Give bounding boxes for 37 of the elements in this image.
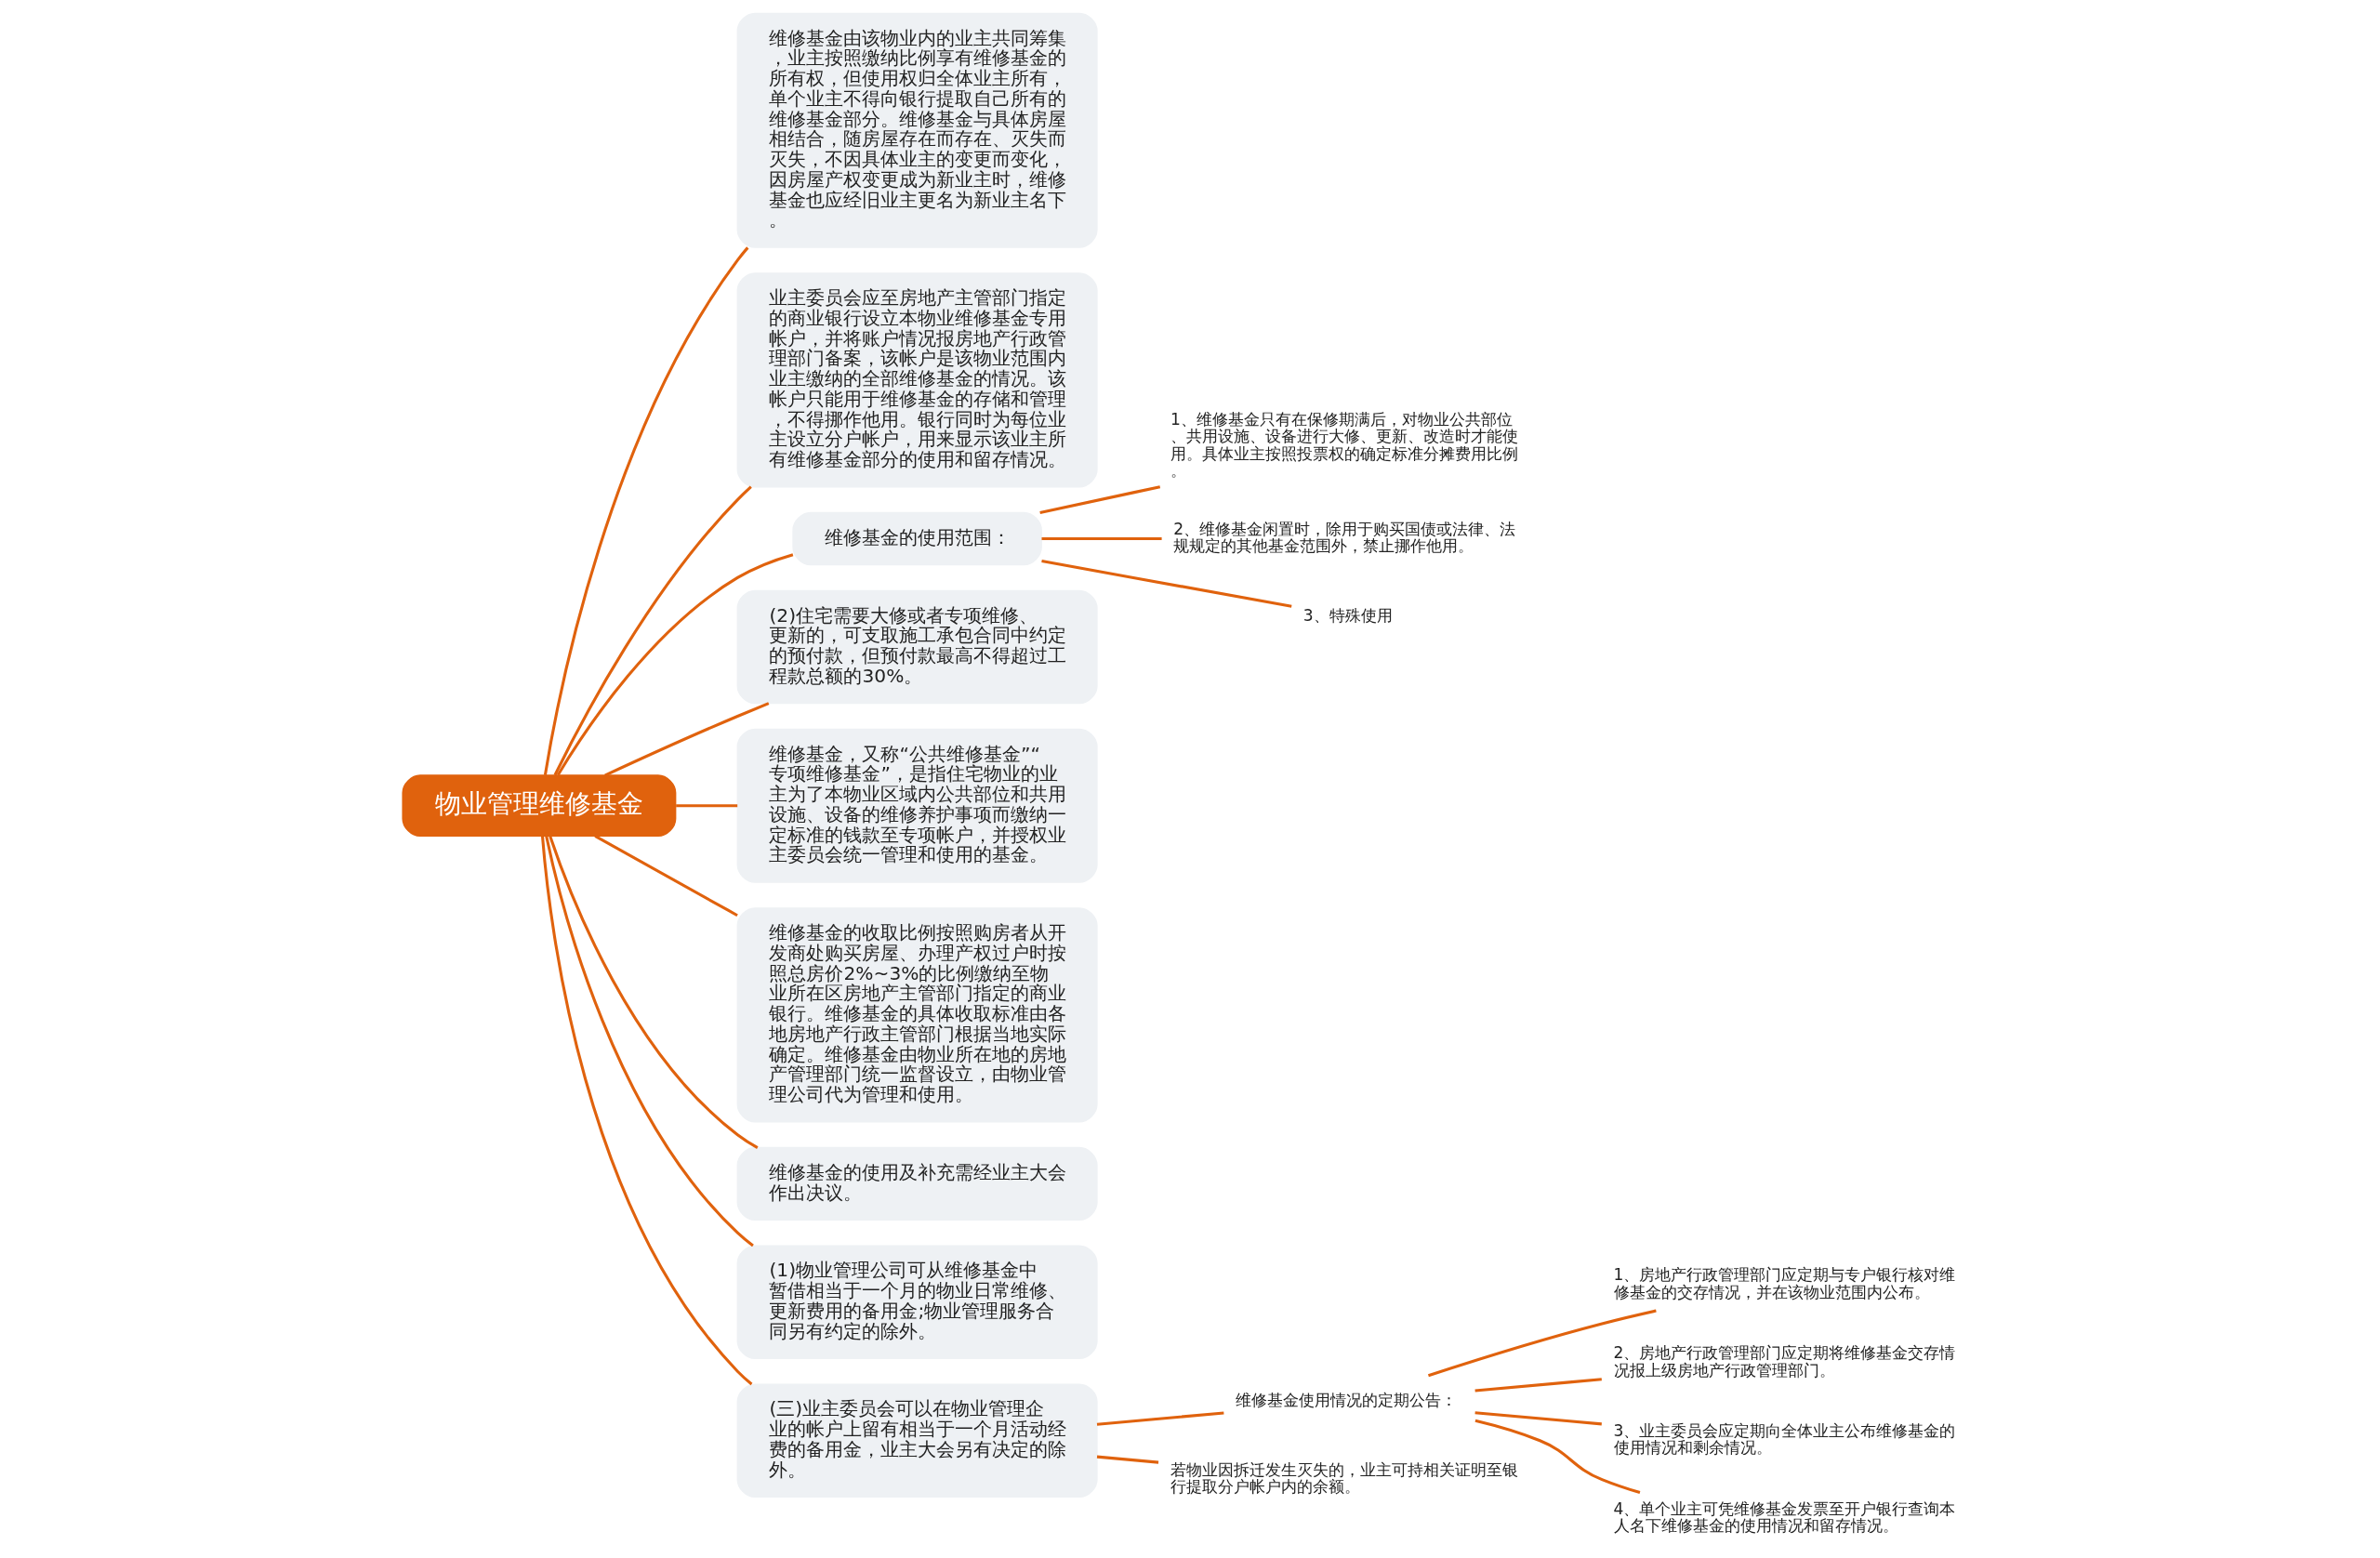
connector — [549, 836, 759, 1149]
connector — [1427, 1309, 1657, 1378]
node-text: 2、房地产行政管理部门应定期将维修基金交存情况报上级房地产行政管理部门。 — [1613, 1342, 1956, 1380]
connector — [1474, 1378, 1602, 1393]
node-text: 2、维修基金闲置时，除用于购买国债或法律、法规规定的其他基金范围外，禁止挪作他用。 — [1173, 519, 1516, 556]
connector — [1474, 1419, 1641, 1495]
connector — [1096, 1411, 1224, 1426]
node-text: 1、维修基金只有在保修期满后，对物业公共部位、共用设施、设备进行大修、更新、改造时才能使用。具体业主按照投票权的确定标准分摊费用比例。 — [1170, 409, 1519, 481]
connector — [1041, 537, 1162, 541]
connector — [556, 553, 794, 776]
connector — [604, 702, 770, 777]
node-text: 3、业主委员会应定期向全体业主公布维修基金的使用情况和剩余情况。 — [1613, 1420, 1956, 1458]
connector — [540, 836, 753, 1386]
connector — [1039, 485, 1161, 514]
node-box: 物业管理维修基金 — [402, 774, 677, 838]
node-text: 1、房地产行政管理部门应定期与专户银行核对维修基金的交存情况，并在该物业范围内公布。 — [1613, 1265, 1956, 1301]
node-box: (2)住宅需要大修或者专项维修、更新的，可支取施工承包合同中约定的预付款，但预付款最高不得超过工程款总额的30%。 — [736, 589, 1098, 705]
node-box: 维修基金，又称“公共维修基金”“专项维修基金”，是指住宅物业的业主为了本物业区域内公共部位和共用设施、设备的维修养护事项而缴纳一定标准的钱款至专项帐户，并授权业主委员会统一管理和使用的基金。 — [736, 728, 1098, 883]
node-box: 维修基金的使用范围： — [792, 511, 1042, 566]
node-box: 业主委员会应至房地产主管部门指定的商业银行设立本物业维修基金专用帐户，并将账户情况报房地产行政管理部门备案，该帐户是该物业范围内业主缴纳的全部维修基金的情况。该帐户只能用于维修基金的存储和管理，不得挪作他用。银行同时为每位业主设立分户帐户，用来显示该业主所有维修基金部分的使用和留存情况。 — [736, 272, 1098, 488]
node-box: (三)业主委员会可以在物业管理企业的帐户上留有相当于一个月活动经费的备用金，业主大会另有决定的除外。 — [736, 1383, 1098, 1499]
node-box: 维修基金的使用及补充需经业主大会作出决议。 — [736, 1146, 1098, 1221]
connector — [676, 804, 738, 808]
connector — [553, 485, 752, 776]
connector — [594, 835, 738, 918]
node-text: 若物业因拆迁发生灭失的，业主可持相关证明至银行提取分户帐户内的余额。 — [1170, 1459, 1519, 1497]
node-box: 维修基金的收取比例按照购房者从开发商处购买房屋、办理产权过户时按照总房价2%~3%的比例缴纳至物业所在区房地产主管部门指定的商业银行。维修基金的具体收取标准由各地房地产行政主管部门根据当地实际确定。维修基金由物业所在地的房地产管理部门统一监督设立，由物业管理公司代为管理和使用。 — [736, 907, 1098, 1123]
node-text: 3、特殊使用 — [1302, 605, 1393, 625]
node-text: 维修基金使用情况的定期公告： — [1235, 1391, 1457, 1410]
connector — [1474, 1411, 1602, 1426]
node-text: 4、单个业主可凭维修基金发票至开户银行查询本人名下维修基金的使用情况和留存情况。 — [1613, 1499, 1956, 1536]
connector — [1041, 560, 1292, 608]
connector — [545, 836, 754, 1248]
node-box: 维修基金由该物业内的业主共同筹集，业主按照缴纳比例享有维修基金的所有权，但使用权归全体业主所有，单个业主不得向银行提取自己所有的维修基金部分。维修基金与具体房屋相结合，随房屋存在而存在、灭失而灭失，不因具体业主的变更而变化，因房屋产权变更成为新业主时，维修基金也应经旧业主更名为新业主名下。 — [736, 12, 1098, 248]
connector — [1096, 1455, 1159, 1464]
node-box: (1)物业管理公司可从维修基金中暂借相当于一个月的物业日常维修、更新费用的备用金;物业管理服务合同另有约定的除外。 — [736, 1245, 1098, 1360]
connector — [543, 246, 749, 775]
